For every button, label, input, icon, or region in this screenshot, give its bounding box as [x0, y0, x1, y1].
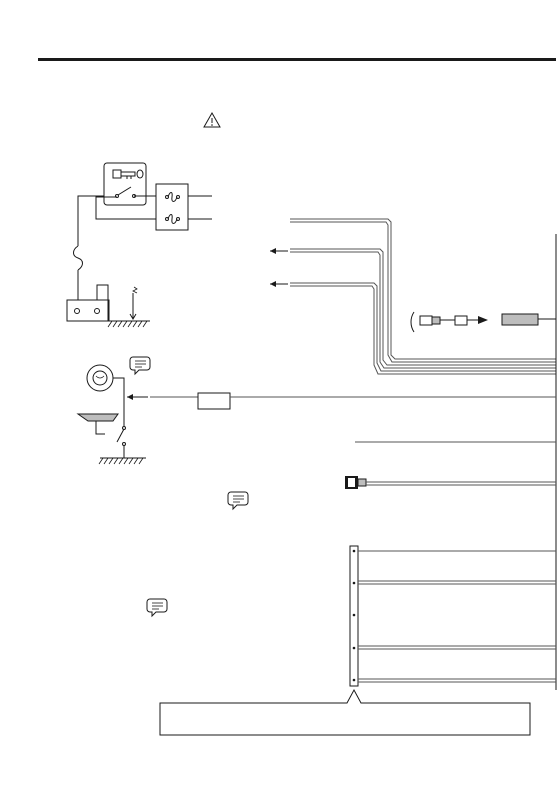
header-rule — [38, 58, 556, 61]
antenna-plug-icon — [410, 311, 556, 333]
note-icon — [146, 598, 168, 618]
fuse-icon — [165, 192, 180, 202]
lamp-icon — [86, 364, 125, 397]
inline-resistor-box — [197, 392, 231, 410]
connector-block — [349, 545, 556, 687]
ignition-switch-box — [103, 162, 147, 206]
note-icon — [227, 491, 249, 511]
fuse-box — [155, 183, 189, 231]
arrow-icon — [270, 281, 288, 287]
rca-plug-icon — [345, 476, 556, 489]
fuse-icon — [165, 214, 180, 224]
arrow-icon — [270, 248, 288, 254]
battery-icon — [66, 284, 110, 322]
callout-box — [159, 688, 531, 736]
parking-brake-switch-icon — [76, 397, 126, 458]
arrow-icon — [127, 394, 148, 400]
note-icon — [129, 356, 151, 376]
fuse-icon — [73, 245, 83, 271]
wire-harness-upper — [290, 218, 556, 375]
ground-icon — [98, 457, 146, 465]
ground-icon — [107, 286, 150, 328]
ignition-key-icon — [112, 169, 144, 179]
warning-triangle-icon — [203, 111, 221, 128]
